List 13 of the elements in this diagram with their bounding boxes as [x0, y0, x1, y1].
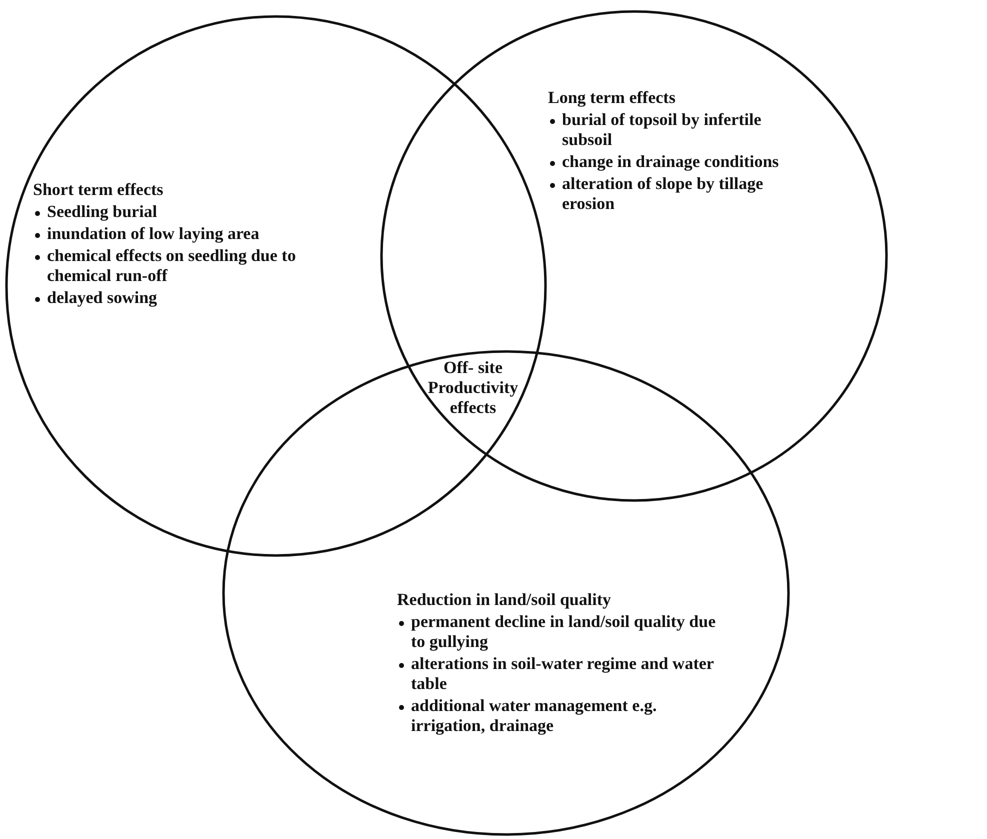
circle-heading: Short term effects [33, 180, 164, 200]
circle-heading: Long term effects [548, 88, 676, 108]
bullet-item: additional water management e.g. irrigation, drainage [397, 696, 727, 736]
venn-circle [222, 350, 790, 836]
venn-circle [380, 10, 888, 502]
circle-heading: Reduction in land/soil quality [397, 590, 612, 610]
bullet-item: alteration of slope by tillage erosion [548, 174, 798, 214]
bullet-item: change in drainage conditions [548, 152, 798, 172]
overlap-label: Off- site Productivity effects [426, 358, 520, 418]
bullet-item: delayed sowing [33, 288, 298, 308]
venn-circle [5, 15, 547, 557]
bullet-item: Seedling burial [33, 202, 298, 222]
bullet-item: inundation of low laying area [33, 224, 298, 244]
